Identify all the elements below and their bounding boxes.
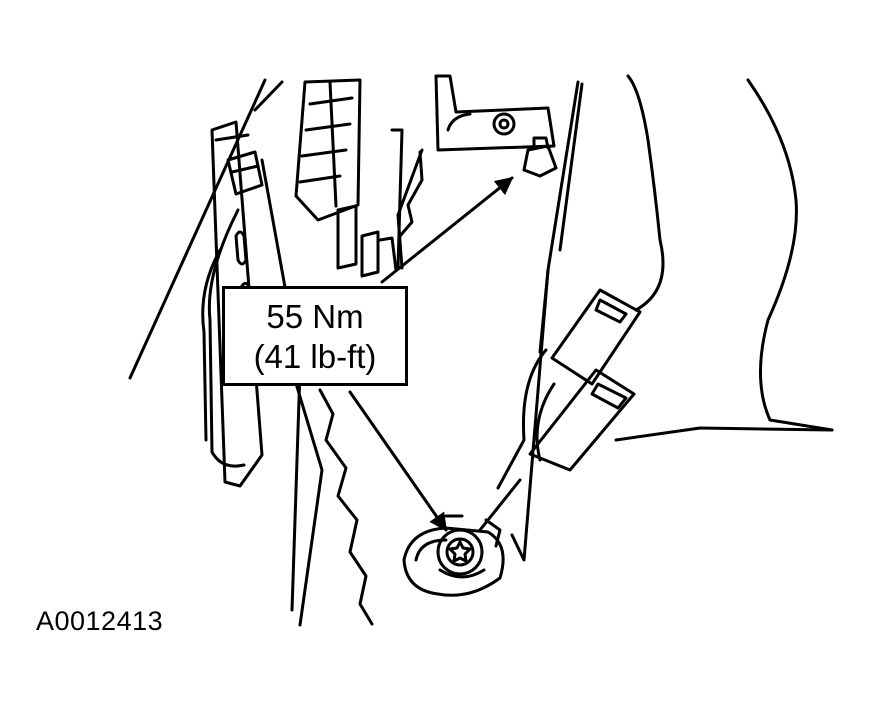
upper-nut [522, 144, 558, 178]
cut-section [318, 388, 374, 626]
bracket-bolt [226, 150, 264, 196]
upper-bracket [434, 74, 556, 152]
bracket-plate [210, 120, 264, 488]
seatbelt-buckle-upper [550, 288, 642, 386]
leader-arrow-upper [380, 176, 514, 284]
torque-nm-label: 55 Nm [266, 298, 364, 335]
leader-arrow-lower [348, 390, 448, 532]
pillar-panel [510, 80, 580, 562]
left-edge-line [128, 78, 267, 380]
torque-lbft-label: (41 lb-ft) [253, 338, 377, 375]
anchor-bolt-head [436, 528, 484, 576]
torque-callout: 55 Nm (41 lb-ft) [222, 286, 408, 386]
figure-id: A0012413 [36, 606, 164, 636]
seatbelt-buckle-lower [528, 368, 636, 472]
